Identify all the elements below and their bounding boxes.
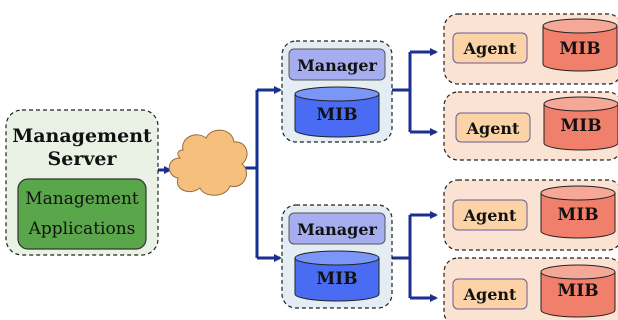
agent-mib-label: MIB	[557, 205, 598, 225]
applications-line1: Management	[25, 189, 139, 209]
agent-mib-label: MIB	[557, 281, 598, 301]
mib-database-icon	[294, 86, 380, 138]
agent-group-4: Agent MIB	[443, 257, 618, 320]
server-title-line1: Management	[12, 125, 152, 147]
management-applications-box	[17, 178, 147, 250]
manager-mib-label: MIB	[316, 269, 357, 289]
agent-label: Agent	[466, 119, 520, 138]
manager-label: Manager	[297, 56, 377, 75]
manager-group-bottom: Manager MIB	[281, 204, 393, 309]
agent-label: Agent	[463, 206, 517, 225]
agent-group-1: Agent MIB	[443, 13, 618, 85]
manager-mib-label: MIB	[316, 105, 357, 125]
server-title-line2: Server	[48, 148, 118, 170]
mib-database-icon	[543, 96, 618, 151]
agent-label-box	[452, 32, 528, 64]
agent-mib-label: MIB	[559, 39, 600, 59]
connection-lines	[146, 48, 438, 302]
mib-database-icon	[540, 264, 616, 318]
agent-label-box	[452, 199, 528, 231]
mib-database-icon	[294, 250, 380, 302]
manager-label: Manager	[297, 220, 377, 239]
agent-label-box	[452, 278, 528, 310]
agent-label: Agent	[463, 39, 517, 58]
agent-label: Agent	[463, 285, 517, 304]
mib-database-icon	[540, 185, 616, 239]
agent-label-box	[455, 112, 531, 143]
agent-group-3: Agent MIB	[443, 179, 618, 251]
applications-line2: Applications	[28, 219, 136, 239]
network-cloud-icon	[168, 129, 248, 196]
agent-mib-label: MIB	[560, 116, 601, 136]
agent-group-2: Agent MIB	[443, 91, 618, 161]
management-server: Management Server Management Application…	[5, 109, 159, 256]
manager-group-top: Manager MIB	[281, 40, 393, 143]
manager-label-box	[288, 48, 386, 81]
manager-label-box	[288, 212, 386, 245]
mib-database-icon	[542, 18, 618, 72]
